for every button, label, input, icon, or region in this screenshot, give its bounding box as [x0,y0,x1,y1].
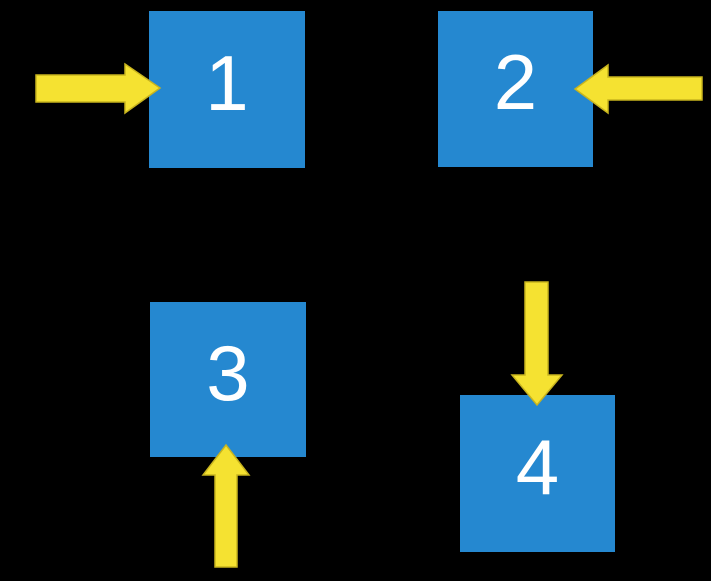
box-1: 1 [149,11,305,168]
box-1-label: 1 [205,38,249,127]
arrow-right-icon [35,62,162,115]
box-2-label: 2 [493,38,538,126]
box-2: 2 [438,11,593,167]
box-3: 3 [150,302,306,457]
arrow-up-icon [201,443,251,568]
box-4: 4 [460,395,615,552]
arrow-left-icon [573,63,703,115]
arrow-down-icon [510,281,564,407]
box-4-label: 4 [515,422,560,511]
box-3-label: 3 [206,328,250,417]
